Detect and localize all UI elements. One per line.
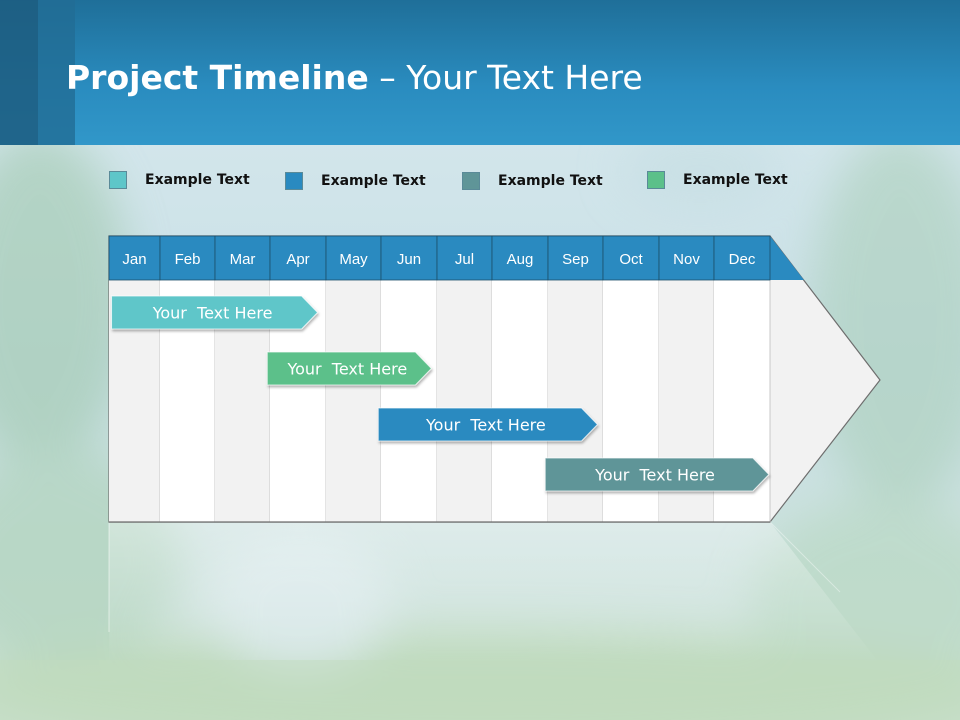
month-column [381,280,437,522]
month-header-cell [159,235,216,281]
title-bar [0,0,960,145]
task-bar [266,351,433,386]
task-bar-label: Your Text Here [425,416,546,435]
month-header-cell [214,235,271,281]
month-label: Apr [286,251,309,268]
legend-label: Example Text [498,173,603,189]
month-label: Oct [619,251,643,268]
header-accent-strip [0,0,38,145]
month-label: Aug [507,251,534,268]
month-label: Feb [175,251,201,268]
chart-reflection [109,522,880,664]
legend-label: Example Text [321,173,426,189]
month-header-cell [491,235,549,281]
month-label: Dec [729,251,756,268]
month-header-cell [108,235,161,281]
legend-item: Example Text [462,172,603,190]
slide-title: Project Timeline – Your Text Here [66,58,643,97]
month-label: Jun [397,251,421,268]
task-bar [111,295,319,330]
month-label: Mar [230,251,256,268]
legend-label: Example Text [145,172,250,188]
legend-swatch [285,172,303,190]
header-arrow-tip [770,236,804,280]
month-header-cell [436,235,493,281]
task-bar-label: Your Text Here [286,360,407,379]
month-label: Sep [562,251,589,268]
legend-item: Example Text [285,172,426,190]
legend-item: Example Text [647,171,788,189]
header-accent-strip [38,0,75,145]
month-header-cell [325,235,382,281]
reflection-edge [769,521,841,593]
month-header-cell [602,235,660,281]
month-label: Nov [673,251,700,268]
slide-title-rest: – Your Text Here [368,58,643,97]
month-header-cell [658,235,715,281]
month-label: Jan [122,251,146,268]
task-bar [377,407,599,442]
month-label: Jul [455,251,474,268]
legend-item: Example Text [109,171,250,189]
month-label: May [339,251,368,268]
slide-title-bold: Project Timeline [66,58,369,97]
month-column [492,280,548,522]
task-bar-label: Your Text Here [594,466,715,485]
task-bar-label: Your Text Here [152,304,273,323]
task-bar [544,457,770,492]
legend-swatch [647,171,665,189]
legend-label: Example Text [683,172,788,188]
month-column [326,280,381,522]
month-column [437,280,492,522]
legend-swatch [462,172,480,190]
month-header-cell [713,235,771,281]
legend-swatch [109,171,127,189]
